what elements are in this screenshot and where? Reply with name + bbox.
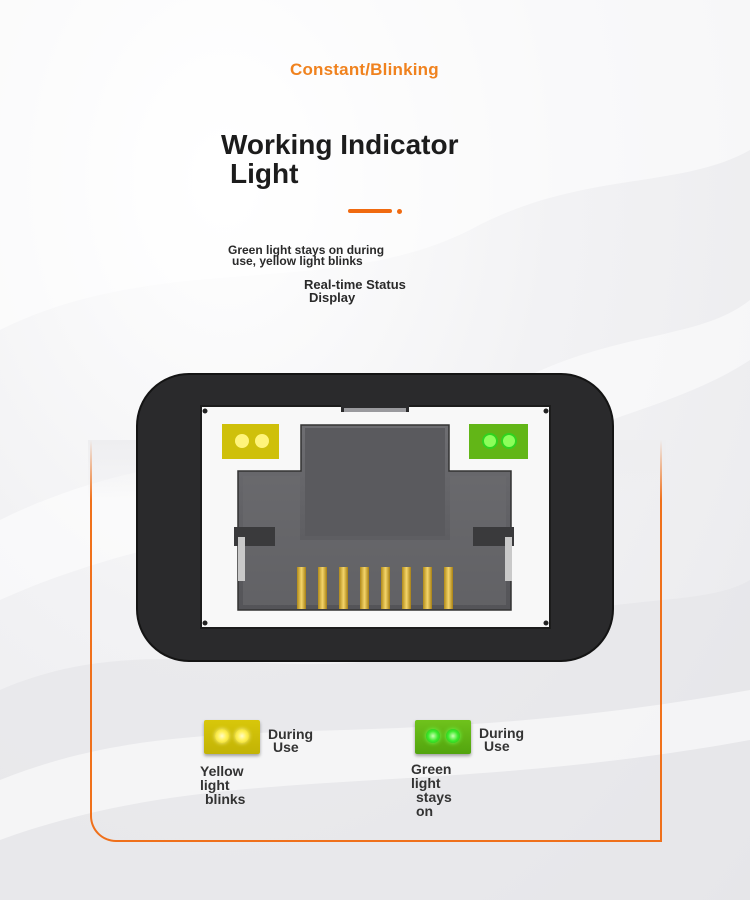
description-line-2: use, yellow light blinks xyxy=(232,254,363,268)
contact-pins xyxy=(297,567,453,609)
green-state-label: Green light stays on xyxy=(411,762,452,818)
orange-frame xyxy=(90,440,662,842)
state-line-1: Yellow light xyxy=(200,763,244,793)
led-dot xyxy=(426,729,440,743)
port-green-led xyxy=(469,424,528,459)
green-led-indicator xyxy=(415,720,471,754)
state-line-2: blinks xyxy=(205,791,246,807)
subtitle: Real-time Status Display xyxy=(304,278,406,304)
subtitle-line-2: Display xyxy=(309,290,356,305)
page-title: Working Indicator Light xyxy=(221,130,541,188)
title-line-2: Light xyxy=(230,158,299,189)
green-use-label: During Use xyxy=(479,725,525,754)
use-line-2: Use xyxy=(273,739,299,755)
use-line-2: Use xyxy=(484,738,510,754)
use-line-1: During xyxy=(268,726,314,742)
kicker-text: Constant/Blinking xyxy=(290,60,439,79)
state-line-1: Green light xyxy=(411,761,452,791)
led-dot xyxy=(446,729,460,743)
use-line-1: During xyxy=(479,725,525,741)
description: Green light stays on during use, yellow … xyxy=(228,243,428,268)
title-line-1: Working Indicator xyxy=(221,129,459,160)
subtitle-line-1: Real-time Status xyxy=(304,277,406,292)
led-dot xyxy=(235,729,249,743)
led-dot xyxy=(215,729,229,743)
yellow-use-label: During Use xyxy=(268,726,314,755)
state-line-2: stays on xyxy=(416,789,452,819)
yellow-state-label: Yellow light blinks xyxy=(200,764,245,806)
accent-line xyxy=(348,209,392,213)
yellow-led-indicator xyxy=(204,720,260,754)
description-line-1: Green light stays on during xyxy=(228,243,385,257)
port-yellow-led xyxy=(222,424,279,459)
accent-dot xyxy=(397,209,402,214)
